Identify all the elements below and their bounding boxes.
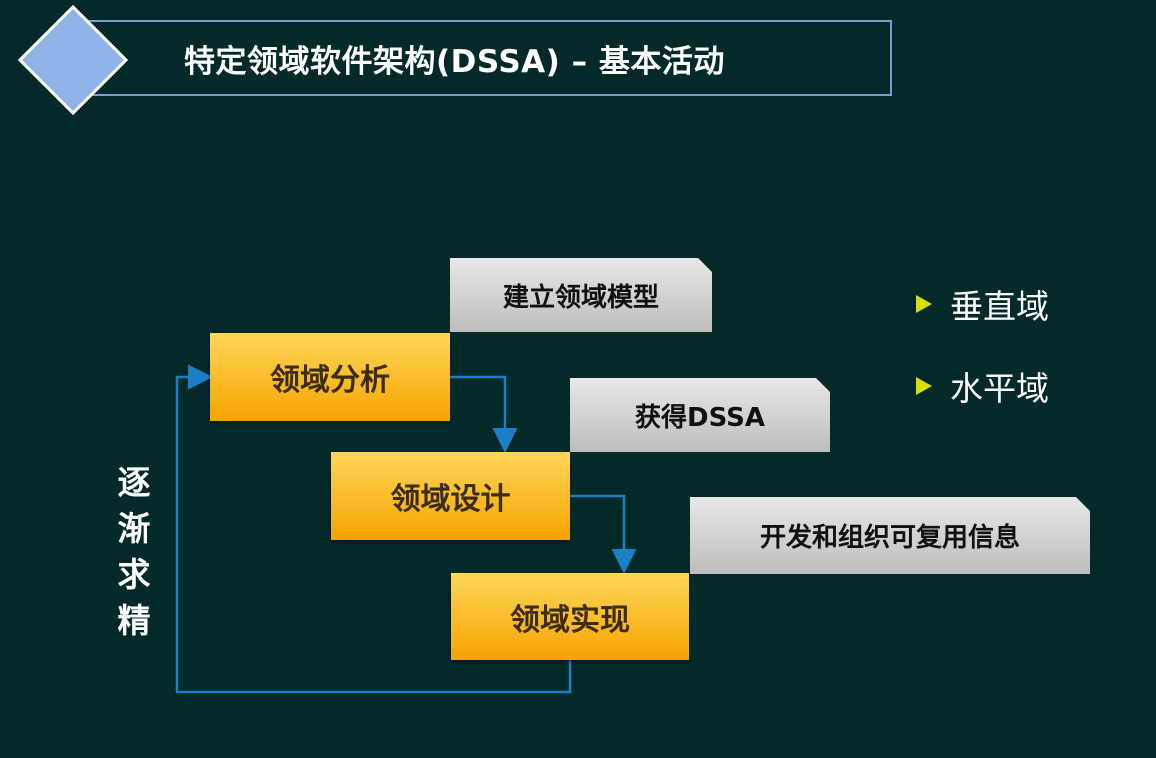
arrow-right-icon: [916, 377, 932, 395]
output-label-dssa: 获得DSSA: [635, 402, 765, 433]
loop-label-char: 求: [117, 555, 151, 594]
connector-feedback-loop: [175, 364, 572, 694]
step-box-domain-design: 领域设计: [331, 452, 570, 540]
output-box-reusable-info: 开发和组织可复用信息: [690, 497, 1090, 574]
loop-label-char: 渐: [117, 509, 151, 548]
arrow-right-icon: [916, 295, 932, 313]
step-label-domain-design: 领域设计: [390, 482, 511, 517]
page-title: 特定领域软件架构(DSSA) – 基本活动: [184, 43, 725, 80]
loop-label: 逐 渐 求 精: [112, 460, 156, 644]
connector-design-to-implementation: [570, 494, 637, 574]
loop-label-char: 精: [117, 601, 151, 640]
output-label-domain-model: 建立领域模型: [502, 282, 659, 313]
bullet-label: 水平域: [950, 369, 1049, 408]
step-box-domain-implementation: 领域实现: [451, 573, 689, 660]
step-box-domain-analysis: 领域分析: [210, 333, 450, 421]
output-box-dssa: 获得DSSA: [570, 378, 830, 452]
output-box-domain-model: 建立领域模型: [450, 258, 712, 332]
step-label-domain-implementation: 领域实现: [510, 602, 630, 638]
bullet-label: 垂直域: [950, 287, 1049, 326]
step-label-domain-analysis: 领域分析: [270, 363, 390, 398]
bullet-item-vertical-domain: 垂直域: [916, 280, 1049, 328]
loop-label-char: 逐: [117, 463, 151, 502]
output-label-reusable-info: 开发和组织可复用信息: [759, 523, 1020, 553]
title-bar: 特定领域软件架构(DSSA) – 基本活动: [86, 20, 892, 96]
bullet-item-horizontal-domain: 水平域: [916, 362, 1049, 410]
connector-analysis-to-design: [450, 375, 518, 453]
